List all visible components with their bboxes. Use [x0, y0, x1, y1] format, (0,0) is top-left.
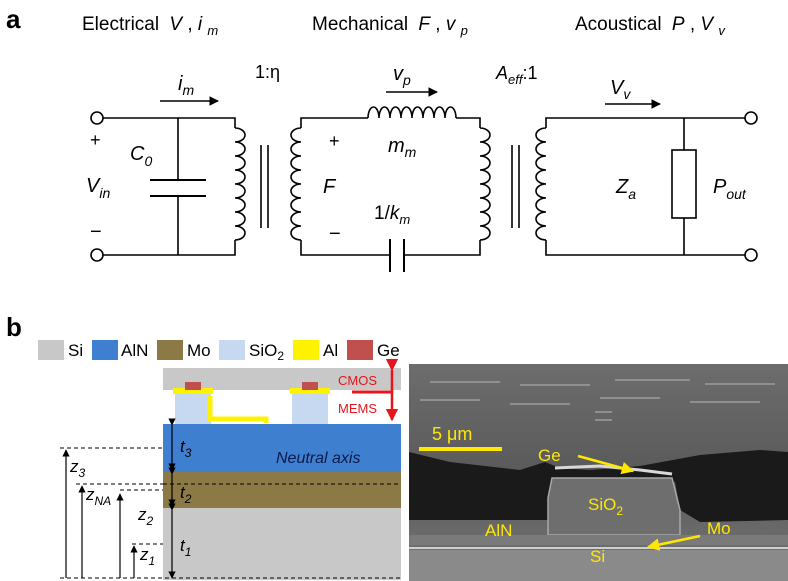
mechanical-circuit: [290, 87, 491, 272]
volume-velocity-label: Vv: [610, 77, 631, 102]
al-pad-right: [290, 388, 330, 394]
sem-si-label: Si: [590, 547, 605, 566]
input-terminal-top: [90, 111, 104, 125]
t1-label: t1: [180, 536, 191, 559]
coil-mechanical-left: [290, 127, 390, 256]
sem-ge-pointer: [577, 454, 635, 475]
acoustical-circuit: [535, 99, 758, 262]
force-plus: +: [329, 131, 340, 151]
transformer2-ratio: Aeff:1: [495, 63, 538, 87]
legend-swatch-al: [293, 340, 319, 360]
sem-si-layer: [409, 550, 788, 581]
output-terminal-top: [744, 111, 758, 125]
electrical-circuit: [90, 96, 246, 262]
legend-swatch-sio2: [219, 340, 245, 360]
compliance-label: 1/km: [374, 203, 410, 227]
t3-label: t3: [180, 437, 192, 460]
input-plus: +: [90, 130, 101, 150]
acoustic-impedance-box: [671, 149, 697, 219]
z1-label: z1: [139, 545, 155, 568]
legend-swatch-si: [38, 340, 64, 360]
mo-layer: [163, 472, 401, 508]
transformer1-ratio: 1:η: [255, 62, 280, 82]
al-pad-left: [173, 388, 213, 394]
cmos-label: CMOS: [338, 373, 377, 388]
neutral-axis-label: Neutral axis: [276, 450, 360, 467]
coil-electrical-primary: [234, 127, 246, 245]
height-markers: [60, 447, 401, 579]
sem-scale-label: 5 μm: [432, 424, 472, 444]
legend-swatch-ge: [347, 340, 373, 360]
velocity-label: vp: [393, 63, 411, 88]
sem-aln-label: AlN: [485, 521, 512, 540]
z3-label: z3: [69, 457, 86, 480]
acoustical-header: Acoustical P , V v: [575, 14, 726, 38]
legend-swatch-mo: [157, 340, 183, 360]
t2-label: t2: [180, 483, 192, 506]
mass-label: mm: [388, 135, 417, 160]
mems-label: MEMS: [338, 401, 377, 416]
ge-bond-right: [302, 382, 318, 390]
input-terminal-bottom: [90, 248, 104, 262]
material-legend: Si AlN Mo SiO2 Al Ge: [38, 340, 400, 363]
legend-label-ge: Ge: [377, 341, 400, 360]
ge-bond-left: [185, 382, 201, 390]
coil-mass: [367, 106, 457, 119]
thickness-markers: [163, 418, 401, 579]
sio2-standoff-left: [175, 394, 211, 424]
input-minus: −: [90, 221, 102, 243]
sem-mo-pointer: [646, 534, 701, 551]
aln-layer: [163, 424, 401, 472]
legend-label-al: Al: [323, 341, 338, 360]
coil-mechanical-right: [479, 127, 491, 245]
output-terminal-bottom: [744, 248, 758, 262]
input-voltage-label: Vin: [86, 175, 110, 201]
panel-b-label: b: [6, 312, 22, 342]
panel-a-label: a: [6, 4, 21, 34]
z2-label: z2: [137, 505, 154, 528]
sem-cavity: [409, 450, 788, 522]
electrical-header: Electrical V , i m: [82, 14, 218, 38]
legend-swatch-aln: [92, 340, 118, 360]
current-label: im: [178, 73, 194, 98]
coil-acoustical: [535, 127, 547, 241]
output-pressure-label: Pout: [713, 176, 747, 202]
mechanical-header: Mechanical F , v p: [312, 14, 468, 38]
capacitor-c0-label: C0: [130, 143, 152, 169]
legend-label-sio2: SiO2: [249, 341, 284, 363]
legend-label-aln: AlN: [121, 341, 148, 360]
sio2-standoff-right: [292, 394, 328, 424]
force-minus: −: [329, 223, 341, 245]
al-trace: [207, 396, 269, 423]
force-label: F: [323, 176, 337, 198]
zna-label: zNA: [85, 485, 111, 508]
legend-label-mo: Mo: [187, 341, 211, 360]
legend-label-si: Si: [68, 341, 83, 360]
sem-sio2-label: SiO2: [588, 495, 623, 518]
cmos-si-layer: [163, 368, 401, 390]
sem-image: [409, 364, 788, 581]
si-substrate: [163, 508, 401, 580]
sem-mo-label: Mo: [707, 519, 731, 538]
layer-stack-schematic: [163, 358, 401, 580]
sem-ge-label: Ge: [538, 446, 561, 465]
sem-aln-layer: [409, 535, 788, 545]
impedance-label: Za: [615, 176, 636, 202]
